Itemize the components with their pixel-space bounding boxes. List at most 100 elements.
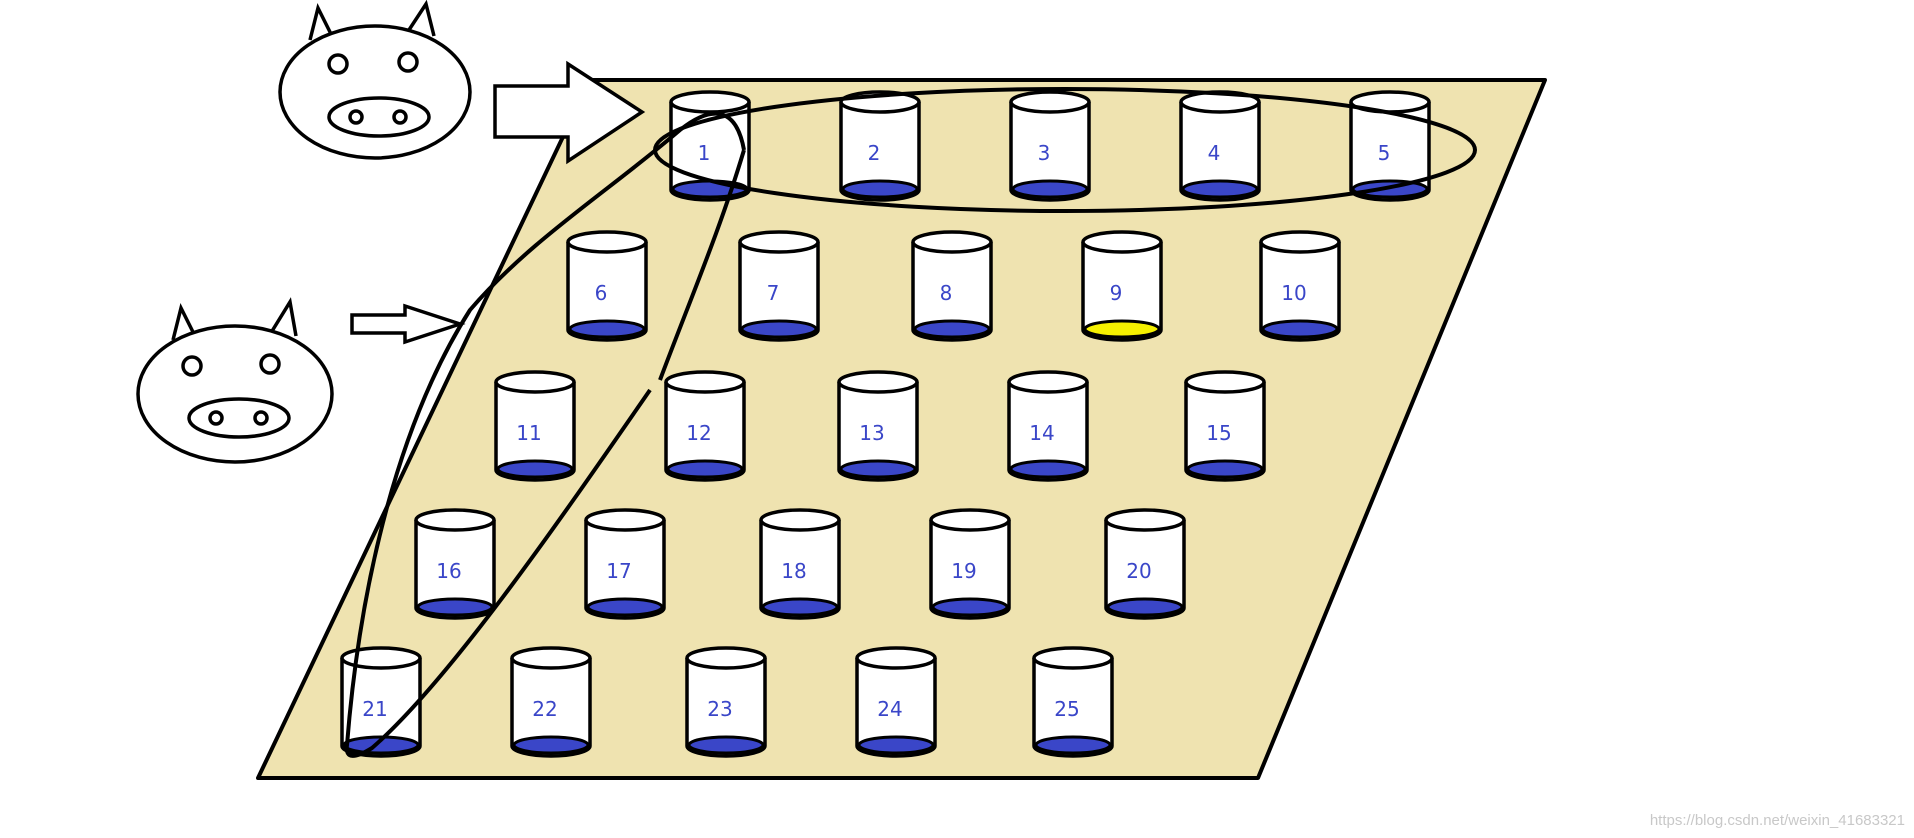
bucket-rim <box>584 508 666 532</box>
bucket-label: 21 <box>362 697 387 721</box>
bucket-label: 12 <box>686 421 711 445</box>
bucket-label: 23 <box>707 697 732 721</box>
bucket-water <box>1186 459 1264 479</box>
bucket-label: 22 <box>532 697 557 721</box>
bucket-label: 7 <box>767 281 780 305</box>
bucket: 3 <box>1009 90 1091 202</box>
bucket-water <box>1106 597 1184 617</box>
bucket-label: 9 <box>1110 281 1123 305</box>
bucket-body <box>759 520 841 620</box>
bucket: 1 <box>669 90 751 202</box>
bucket-water <box>671 179 749 199</box>
bucket-rim <box>837 370 919 394</box>
bucket: 11 <box>494 370 576 482</box>
bucket-water <box>1011 179 1089 199</box>
bucket-body <box>1007 382 1089 482</box>
bucket-label: 5 <box>1378 141 1391 165</box>
bucket-water <box>1009 459 1087 479</box>
bucket-body <box>1259 242 1341 342</box>
bucket-rim <box>855 646 937 670</box>
diagonal-selection-loop <box>344 111 746 758</box>
bucket-rim <box>685 646 767 670</box>
bucket-rim <box>1032 646 1114 670</box>
bucket: 14 <box>1007 370 1089 482</box>
bucket: 6 <box>566 230 648 342</box>
bucket-body <box>839 102 921 202</box>
bucket-label: 17 <box>606 559 631 583</box>
bucket-rim <box>510 646 592 670</box>
bucket-rim <box>929 508 1011 532</box>
bucket-rim <box>1104 508 1186 532</box>
bucket-body <box>566 242 648 342</box>
bucket-rim <box>414 508 496 532</box>
bucket: 20 <box>1104 508 1186 620</box>
bucket-rim <box>1184 370 1266 394</box>
bucket-label: 10 <box>1281 281 1306 305</box>
diagonal-selection-loop <box>658 149 746 381</box>
bucket-water <box>496 459 574 479</box>
bucket-body <box>1184 382 1266 482</box>
bucket: 4 <box>1179 90 1261 202</box>
bucket: 21 <box>340 646 422 758</box>
bucket-body <box>1081 242 1163 342</box>
bucket-body <box>837 382 919 482</box>
bucket: 15 <box>1184 370 1266 482</box>
bucket: 13 <box>837 370 919 482</box>
watermark-text: https://blog.csdn.net/weixin_41683321 <box>1650 812 1905 829</box>
bucket-body <box>1009 102 1091 202</box>
pig-head-icon <box>278 0 472 160</box>
bucket-rim <box>1081 230 1163 254</box>
bucket-rim <box>738 230 820 254</box>
bucket-label: 8 <box>940 281 953 305</box>
bucket-water <box>913 319 991 339</box>
bucket-body <box>494 382 576 482</box>
bucket-water <box>416 597 494 617</box>
bucket-water <box>761 597 839 617</box>
bucket-body <box>510 658 592 758</box>
bucket-water <box>342 735 420 755</box>
bucket-rim <box>1007 370 1089 394</box>
bucket: 17 <box>584 508 666 620</box>
bucket-rim <box>1009 90 1091 114</box>
bucket-label: 18 <box>781 559 806 583</box>
bucket-label: 1 <box>698 141 711 165</box>
bucket: 2 <box>839 90 921 202</box>
bucket-rim <box>669 90 751 114</box>
bucket-label: 19 <box>951 559 976 583</box>
bucket-water <box>740 319 818 339</box>
bucket-water <box>1034 735 1112 755</box>
bucket-label: 24 <box>877 697 902 721</box>
arrow-icon <box>350 303 466 345</box>
bucket: 7 <box>738 230 820 342</box>
bucket: 18 <box>759 508 841 620</box>
bucket: 16 <box>414 508 496 620</box>
bucket-rim <box>911 230 993 254</box>
bucket-body <box>929 520 1011 620</box>
bucket: 25 <box>1032 646 1114 758</box>
bucket-label: 15 <box>1206 421 1231 445</box>
bucket-rim <box>494 370 576 394</box>
bucket-water <box>857 735 935 755</box>
bucket-water <box>586 597 664 617</box>
bucket: 10 <box>1259 230 1341 342</box>
bucket-label: 4 <box>1208 141 1221 165</box>
bucket-water <box>512 735 590 755</box>
bucket-label: 13 <box>859 421 884 445</box>
pig-head-icon <box>136 297 334 464</box>
bucket-water <box>841 179 919 199</box>
bucket-body <box>911 242 993 342</box>
bucket-body <box>584 520 666 620</box>
bucket-body <box>685 658 767 758</box>
bucket-label: 6 <box>595 281 608 305</box>
bucket: 9 <box>1081 230 1163 342</box>
bucket-water <box>931 597 1009 617</box>
bucket-body <box>855 658 937 758</box>
bucket: 19 <box>929 508 1011 620</box>
bucket-water <box>1261 319 1339 339</box>
bucket: 8 <box>911 230 993 342</box>
bucket-water <box>687 735 765 755</box>
bucket-label: 25 <box>1054 697 1079 721</box>
bucket-label: 11 <box>516 421 541 445</box>
